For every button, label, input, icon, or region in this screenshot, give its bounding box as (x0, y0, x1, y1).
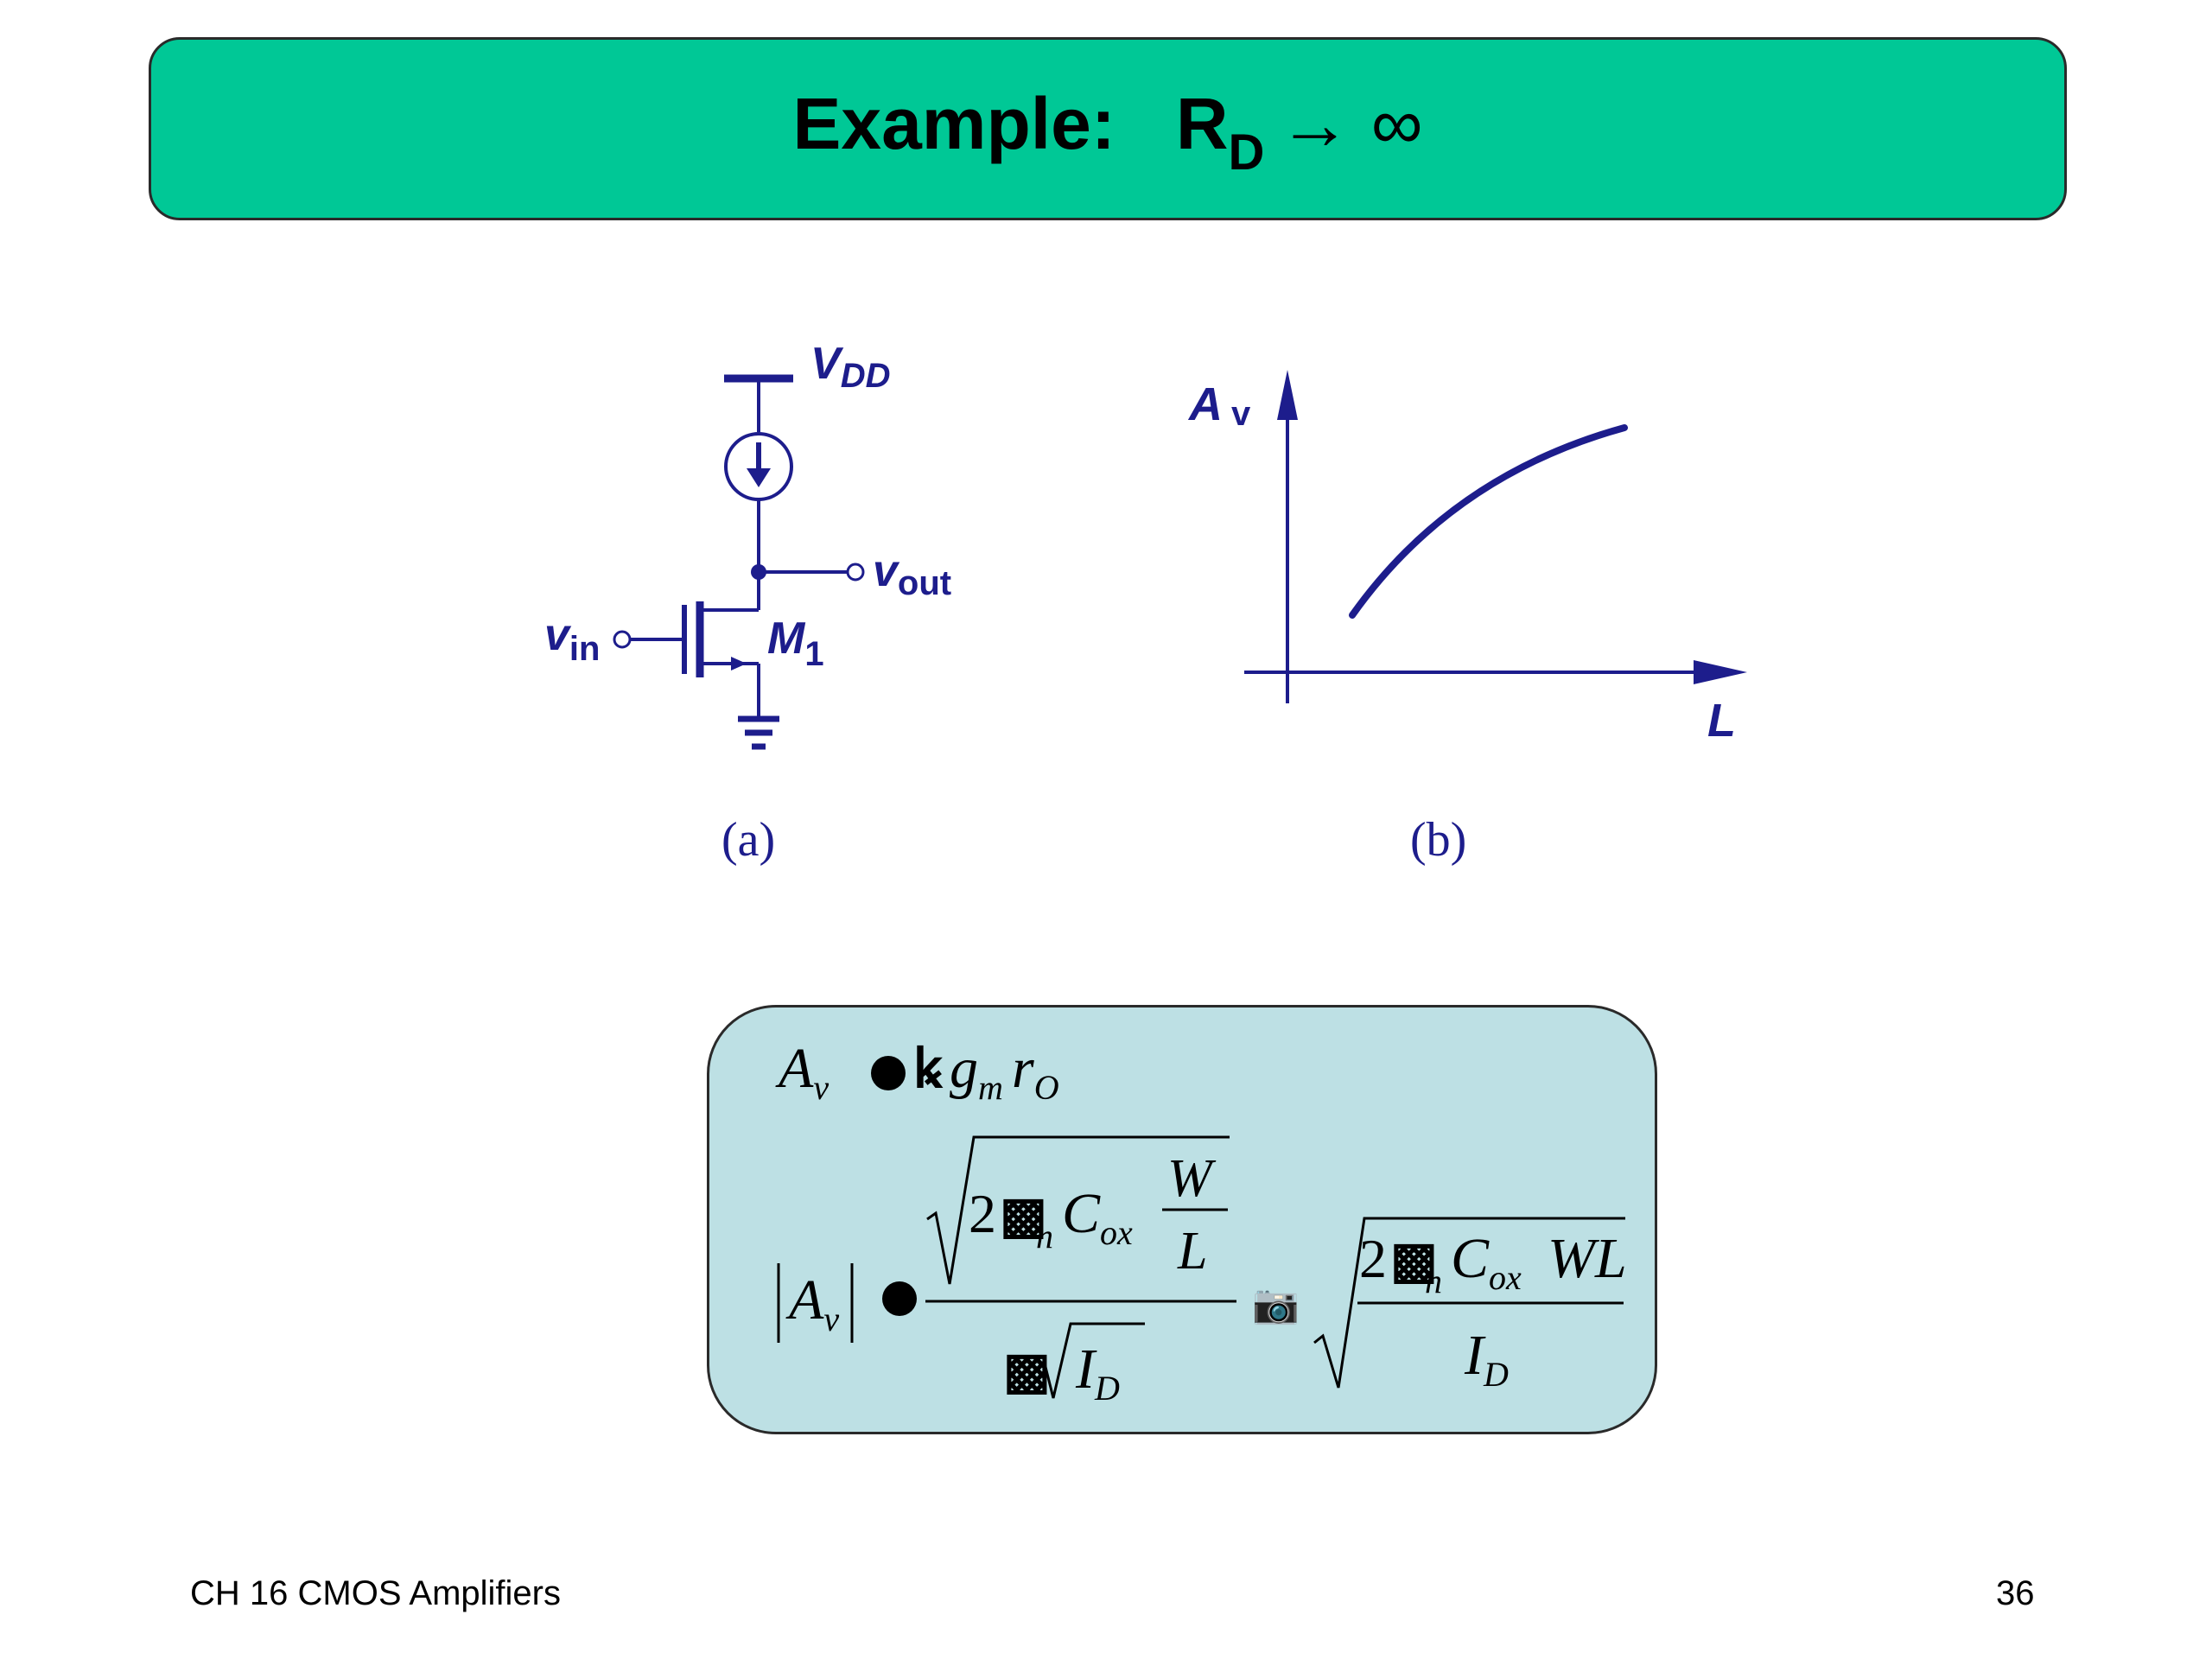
slide-title: Example: RD→ ∞ (792, 82, 1423, 181)
x-axis-arrow (1694, 660, 1747, 684)
common-source-circuit: VDD vout vin M1 (544, 339, 951, 750)
title-symbol: R (1175, 82, 1229, 164)
num-l: L (1177, 1222, 1207, 1281)
title-bar: Example: RD→ ∞ (149, 37, 2067, 220)
x-axis-label: L (1707, 695, 1736, 747)
caption-b: (b) (1410, 813, 1467, 867)
title-prefix: Example: (792, 82, 1116, 164)
title-subscript: D (1228, 124, 1265, 181)
gain-curve (1349, 424, 1628, 619)
y-axis-arrow (1277, 370, 1298, 420)
output-terminal (846, 563, 865, 582)
title-suffix: → ∞ (1278, 82, 1423, 164)
input-terminal (613, 630, 632, 649)
formula-equations: Av ꝃ gm rO Av 2 ▩ n Cox W L ▩ ID 📷 (775, 1037, 1627, 1408)
num-sqrt-sign (926, 1135, 1230, 1285)
num-cox: Cox (1062, 1182, 1133, 1252)
eq1-operator (871, 1056, 906, 1090)
caption-a: (a) (721, 813, 776, 867)
rhs-coeff: 2 (1359, 1228, 1387, 1289)
rhs-cox: Cox (1451, 1227, 1522, 1297)
current-arrow-head (747, 468, 771, 487)
page-number: 36 (1996, 1574, 2035, 1612)
eq1-lhs: Av (775, 1037, 829, 1107)
num-coeff: 2 (969, 1183, 996, 1244)
vout-label: vout (873, 546, 951, 602)
num-w: W (1167, 1149, 1217, 1208)
den-id: ID (1075, 1338, 1120, 1408)
eq1-gm: gm (950, 1037, 1003, 1107)
rhs-id: ID (1464, 1324, 1509, 1394)
den-unknown-glyph: ▩ (1003, 1343, 1051, 1399)
num-mu-sub: n (1036, 1217, 1053, 1255)
footer-chapter: CH 16 CMOS Amplifiers (190, 1574, 561, 1612)
vdd-label: VDD (810, 339, 890, 395)
rhs-wl: WL (1548, 1227, 1627, 1290)
eq2-lhs: Av (785, 1268, 839, 1338)
rhs-mu-sub: n (1425, 1262, 1442, 1300)
num-unknown-glyph: ▩ (1000, 1187, 1047, 1243)
eq2-operator (882, 1281, 917, 1316)
between-glyph: 📷 (1252, 1283, 1300, 1325)
source-arrow-head (731, 657, 747, 671)
vin-label: vin (544, 610, 600, 668)
eq1-glyph: ꝃ (913, 1040, 944, 1099)
rhs-sqrt-sign (1313, 1217, 1625, 1389)
rhs-unknown-glyph: ▩ (1390, 1232, 1438, 1288)
output-node-dot (751, 564, 766, 580)
m1-label: M1 (767, 613, 824, 673)
formula-box: Av ꝃ gm rO Av 2 ▩ n Cox W L ▩ ID 📷 (707, 1005, 1657, 1434)
den-sqrt-sign (1037, 1322, 1145, 1399)
eq1-ro: rO (1012, 1037, 1059, 1107)
